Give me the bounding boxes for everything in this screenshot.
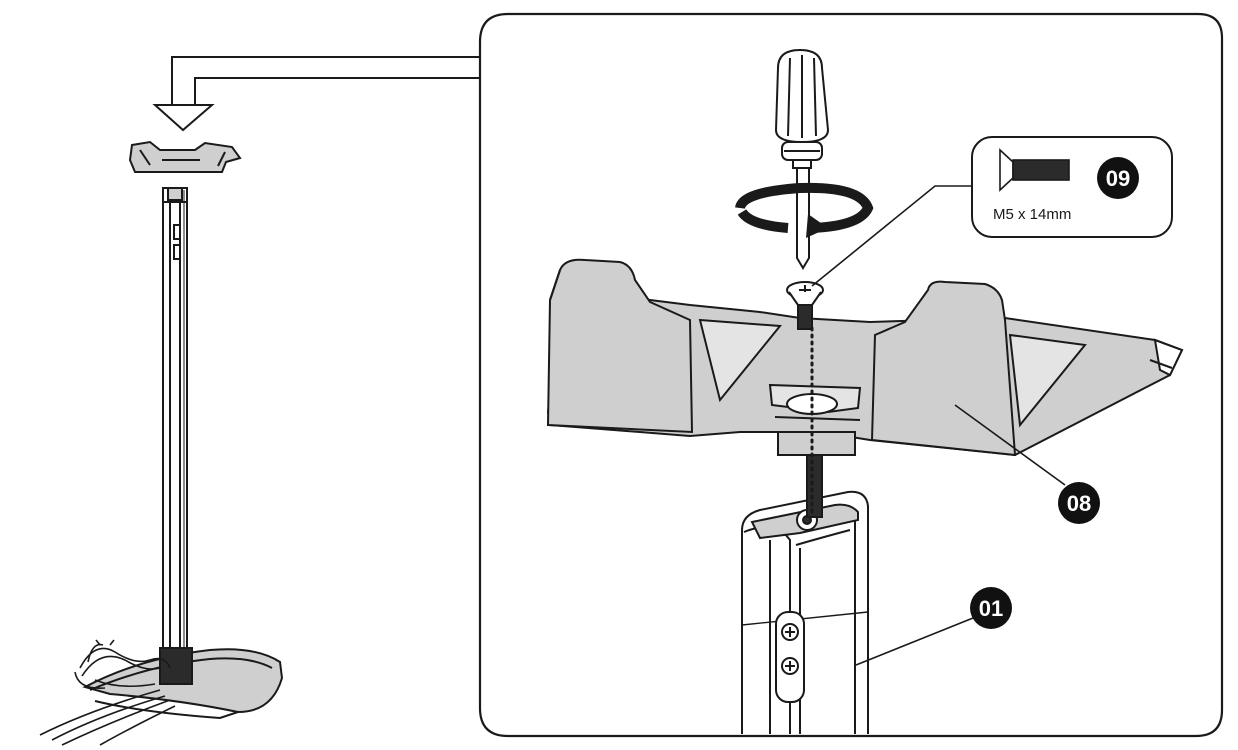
shelf-leader-line	[954, 404, 1066, 486]
overview-base	[82, 647, 284, 720]
badge-09	[1097, 157, 1139, 199]
overview-column	[162, 187, 188, 669]
screw-icon	[786, 281, 824, 330]
badge-08-label: 08	[1067, 491, 1091, 516]
pointing-arrow-icon	[152, 56, 480, 132]
screw-size-label: M5 x 14mm	[993, 206, 1071, 223]
overview-cables	[39, 639, 176, 746]
zoom-panel	[478, 12, 1224, 738]
screw-leader-line	[811, 185, 972, 287]
badge-01: 01	[970, 587, 1012, 629]
rotation-arrow-icon	[735, 182, 874, 238]
screw-spec-icon	[999, 148, 1070, 192]
overview-shelf	[128, 140, 242, 173]
badge-01-label: 01	[979, 596, 1003, 621]
shaft	[806, 454, 823, 518]
badge-09-label: 09	[1106, 166, 1130, 191]
column-leader-line	[855, 615, 979, 666]
badge-08: 08	[1058, 482, 1100, 524]
column-part	[741, 490, 869, 734]
screw-spec-callout: 09 M5 x 14mm	[971, 136, 1173, 238]
stand-overview	[39, 56, 480, 746]
shelf-part	[546, 258, 1184, 457]
